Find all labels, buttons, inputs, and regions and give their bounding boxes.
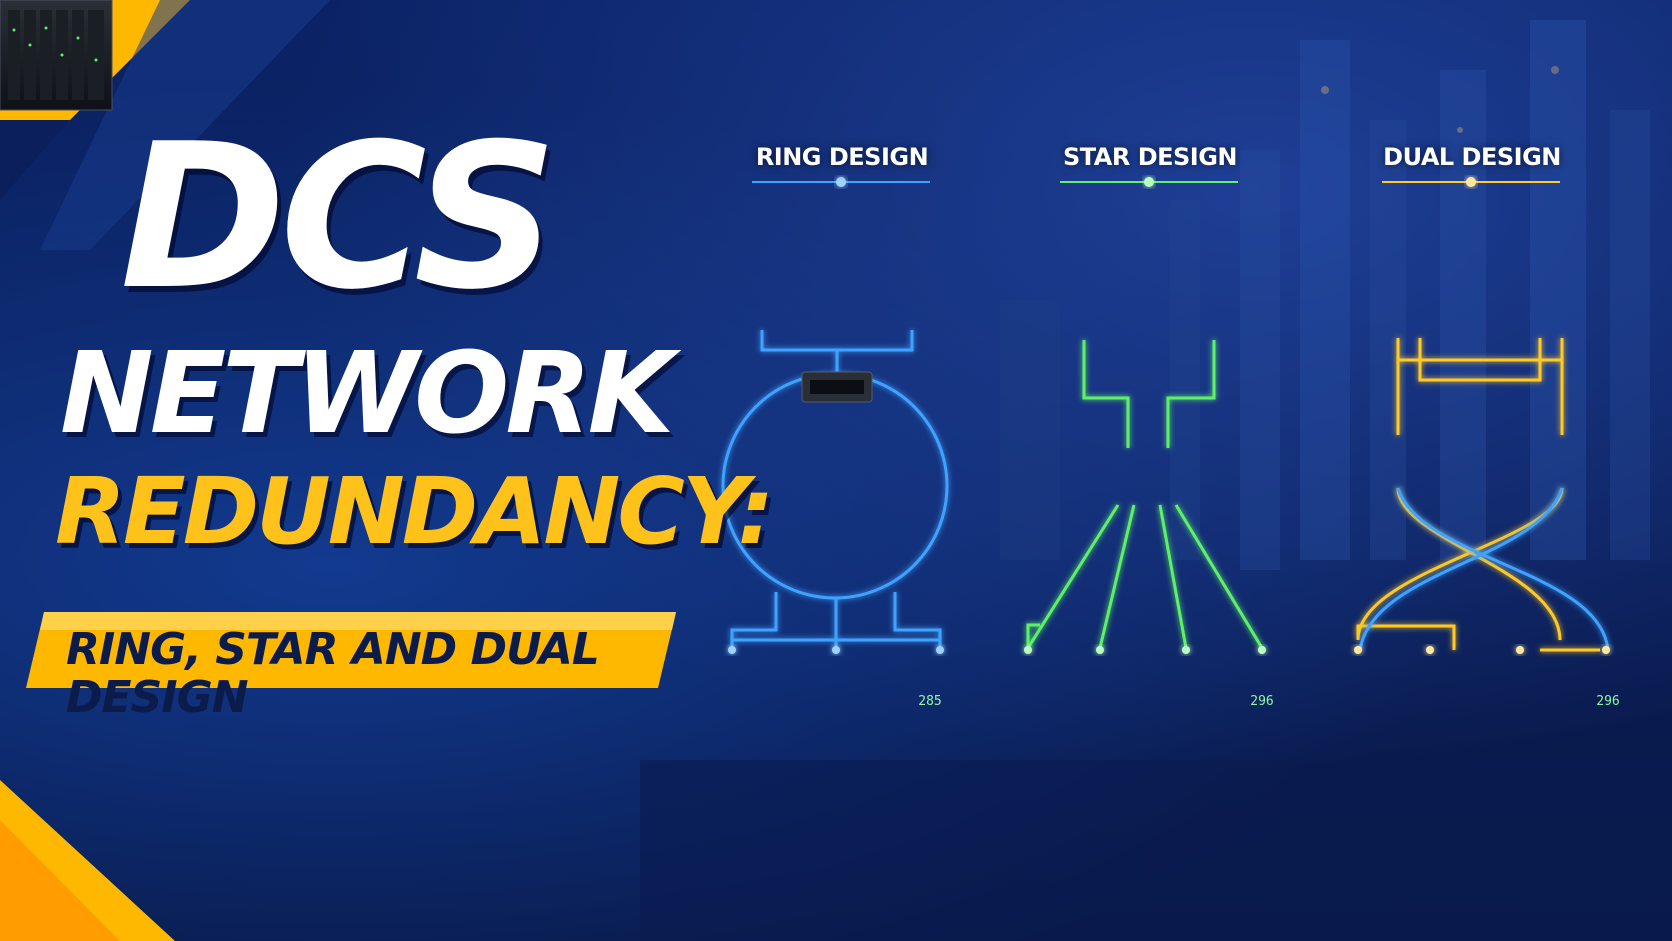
subtitle-banner-shape [26,612,676,688]
connector-dots [728,646,944,654]
label-dual-design: DUAL DESIGN [1383,143,1561,171]
readout-star: 296 [1250,694,1273,709]
label-underlines [752,177,1560,187]
label-star-design: STAR DESIGN [1062,143,1238,171]
subtitle-banner: RING, STAR AND DUAL DESIGN [26,612,676,722]
dcs-controllers [0,0,113,111]
ring-switches [704,369,881,541]
readout-ring: 285 [918,694,941,709]
headline-network: NETWORK [60,329,674,459]
readout-dual: 296 [1596,694,1619,709]
star-links [1026,340,1264,649]
device-readouts: 285 296 296 [918,694,1619,709]
dual-links-secondary [1358,487,1610,651]
headline-redundancy: REDUNDANCY: [55,458,774,565]
label-ring-design: RING DESIGN [755,143,929,171]
subtitle-text: RING, STAR AND DUAL DESIGN [66,624,600,724]
headline-dcs: DCS [120,101,558,334]
refinery-background [1000,20,1650,570]
